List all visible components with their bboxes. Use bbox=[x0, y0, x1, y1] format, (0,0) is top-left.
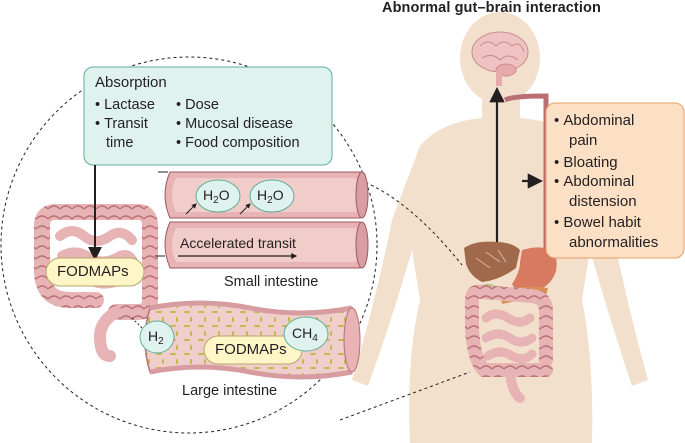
absorption-item-transit: Transit bbox=[95, 115, 148, 134]
ch4-bubble bbox=[283, 316, 329, 352]
h2o-bubble-2 bbox=[249, 179, 295, 213]
symptom-bowel-habit-cont: abnormalities bbox=[569, 234, 659, 251]
h2-bubble bbox=[139, 320, 175, 354]
esophagus bbox=[503, 93, 549, 250]
symptom-abdominal-pain: Abdominal bbox=[554, 111, 634, 131]
si-connector bbox=[155, 171, 168, 257]
symptom-bloating: Bloating bbox=[554, 153, 617, 173]
left-colon bbox=[34, 204, 158, 362]
h2-label: H2 bbox=[148, 328, 164, 347]
large-intestine-caption: Large intestine bbox=[182, 383, 278, 399]
figure-title: Abnormal gut–brain interaction bbox=[382, 0, 601, 16]
zoom-circle bbox=[0, 56, 378, 434]
h2o-bubble-1 bbox=[195, 179, 241, 213]
symptom-abdominal-distension-cont: distension bbox=[569, 193, 637, 210]
absorption-item-mucosal: Mucosal disease bbox=[176, 115, 293, 134]
accelerated-transit-label: Accelerated transit bbox=[180, 235, 296, 251]
small-intestine-caption: Small intestine bbox=[224, 274, 319, 290]
stomach-icon bbox=[512, 247, 557, 293]
absorption-item-transit-cont: time bbox=[106, 135, 134, 151]
brain-icon bbox=[471, 31, 529, 86]
symptom-abdominal-distension: Abdominal bbox=[554, 172, 634, 192]
zoom-link-top bbox=[359, 179, 463, 266]
absorption-item-food: Food composition bbox=[176, 134, 299, 153]
h2o-label-2: H2O bbox=[257, 187, 284, 206]
body-small-intestine bbox=[481, 309, 537, 364]
liver-icon bbox=[464, 241, 520, 282]
ch4-label: CH4 bbox=[292, 325, 318, 344]
h2o-label-1: H2O bbox=[203, 187, 230, 206]
fodmaps-pill bbox=[45, 257, 145, 287]
fodmaps-label: FODMAPs bbox=[57, 263, 129, 280]
absorption-item-lactase: Lactase bbox=[95, 96, 155, 115]
zoom-link-bottom bbox=[339, 371, 471, 421]
body-colon bbox=[465, 284, 553, 377]
symptom-bowel-habit: Bowel habit bbox=[554, 213, 641, 233]
symptom-abdominal-pain-cont: pain bbox=[569, 132, 598, 149]
fodmaps-label-large: FODMAPs bbox=[215, 341, 287, 358]
absorption-item-dose: Dose bbox=[176, 96, 219, 115]
absorption-heading: Absorption bbox=[95, 74, 167, 91]
